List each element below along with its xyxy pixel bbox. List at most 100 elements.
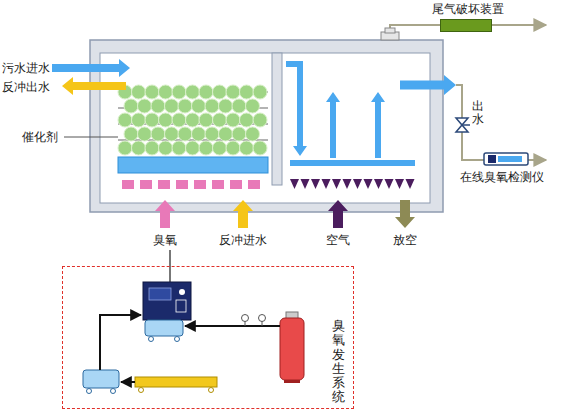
catalyst-ball xyxy=(205,127,219,141)
gas-lines xyxy=(100,315,280,382)
catalyst-ball xyxy=(138,99,152,113)
catalyst-ball xyxy=(145,85,159,99)
air-diffuser xyxy=(290,179,299,189)
flow-label: 空气 xyxy=(326,233,350,247)
monitor-icon xyxy=(482,150,532,168)
destructor-body xyxy=(440,19,492,32)
catalyst-ball xyxy=(124,99,138,113)
illustration-part xyxy=(135,377,217,387)
flow-arrow xyxy=(233,200,253,228)
flow-arrow xyxy=(286,61,303,67)
illustration-part xyxy=(462,124,470,126)
illustration-part xyxy=(175,337,180,342)
catalyst-ball xyxy=(145,141,159,155)
catalyst-ball xyxy=(172,141,186,155)
flow-arrow xyxy=(52,59,130,77)
catalyst-ball xyxy=(151,127,165,141)
flow-arrow xyxy=(400,75,456,95)
illustration-part xyxy=(149,337,154,342)
catalyst-ball xyxy=(165,99,179,113)
outlet-pipe xyxy=(456,85,546,160)
ozone-diffuser xyxy=(122,180,134,189)
catalyst-ball xyxy=(192,99,206,113)
catalyst-ball xyxy=(199,141,213,155)
illustration-part xyxy=(139,388,144,393)
flow-arrow xyxy=(326,92,340,158)
air-diffuser xyxy=(364,179,373,189)
exhaust-outlet xyxy=(490,24,546,26)
catalyst-balls xyxy=(118,85,267,155)
catalyst-ball xyxy=(240,113,254,127)
catalyst-ball xyxy=(186,113,200,127)
air-diffuser xyxy=(332,179,341,189)
catalyst-ball xyxy=(246,99,260,113)
catalyst-ball xyxy=(132,141,146,155)
catalyst-ball xyxy=(226,113,240,127)
catalyst-ball xyxy=(253,85,267,99)
catalyst-ball xyxy=(132,85,146,99)
air-diffuser xyxy=(374,179,383,189)
flow-arrow xyxy=(395,200,415,228)
catalyst-ball xyxy=(232,99,246,113)
illustration-part xyxy=(209,388,214,393)
exhaust-cap xyxy=(385,28,395,33)
catalyst-ball xyxy=(240,141,254,155)
compressor xyxy=(83,370,119,394)
catalyst-ball xyxy=(205,99,219,113)
catalyst-ball xyxy=(226,141,240,155)
distribution-plate xyxy=(118,157,268,173)
flow-label: 催化剂 xyxy=(22,130,58,144)
flow-label: 污水进水 xyxy=(2,61,50,75)
catalyst-ball xyxy=(186,141,200,155)
catalyst-ball xyxy=(219,127,233,141)
illustration-part xyxy=(498,156,522,162)
flow-arrows xyxy=(52,59,456,228)
catalyst-ball xyxy=(118,141,132,155)
catalyst-ball xyxy=(159,141,173,155)
catalyst-ball xyxy=(246,127,260,141)
water-channel xyxy=(290,160,415,166)
ozone-diffuser xyxy=(230,180,242,189)
device-label: 在线臭氧检测仪 xyxy=(460,170,544,184)
illustration-part xyxy=(185,325,280,327)
ozone-generator xyxy=(143,282,191,320)
illustration-part xyxy=(284,380,300,383)
catalyst-ball xyxy=(132,113,146,127)
ozone-monitor: 在线臭氧检测仪 xyxy=(460,150,544,184)
air-diffuser xyxy=(301,179,310,189)
catalyst-ball xyxy=(151,99,165,113)
air-diffuser xyxy=(353,179,362,189)
catalyst-ball xyxy=(118,113,132,127)
flow-arrow xyxy=(293,64,307,156)
catalyst-ball xyxy=(138,127,152,141)
illustration-part xyxy=(259,315,266,322)
flow-arrow xyxy=(155,200,175,228)
exhaust-pipe xyxy=(390,25,440,32)
catalyst-ball xyxy=(159,113,173,127)
catalyst-ball xyxy=(145,113,159,127)
catalyst-ball xyxy=(178,99,192,113)
air-diffuser xyxy=(311,179,320,189)
ozone-diffuser xyxy=(212,180,224,189)
air-diffuser xyxy=(322,179,331,189)
system-label: 臭氧发生系统 xyxy=(332,319,345,405)
catalyst-ball xyxy=(232,127,246,141)
flow-label: 出水 xyxy=(472,100,484,126)
tank-inside xyxy=(100,53,430,203)
illustration-part xyxy=(179,289,185,295)
catalyst-ball xyxy=(186,85,200,99)
catalyst-ball xyxy=(172,113,186,127)
catalyst-ball xyxy=(219,99,233,113)
catalyst-ball xyxy=(199,113,213,127)
oxygen-cylinder xyxy=(280,312,304,383)
ozone-generation-system: 臭氧发生系统 xyxy=(62,266,354,409)
catalyst-ball xyxy=(178,127,192,141)
air-tank xyxy=(135,377,217,393)
air-diffuser xyxy=(343,179,352,189)
catalyst-ball xyxy=(172,85,186,99)
flow-label: 反冲进水 xyxy=(219,233,267,247)
illustration-part xyxy=(488,155,496,163)
illustration-part xyxy=(83,370,119,388)
air-diffuser xyxy=(395,179,404,189)
exhaust-destructor: 尾气破坏装置 xyxy=(432,2,504,32)
